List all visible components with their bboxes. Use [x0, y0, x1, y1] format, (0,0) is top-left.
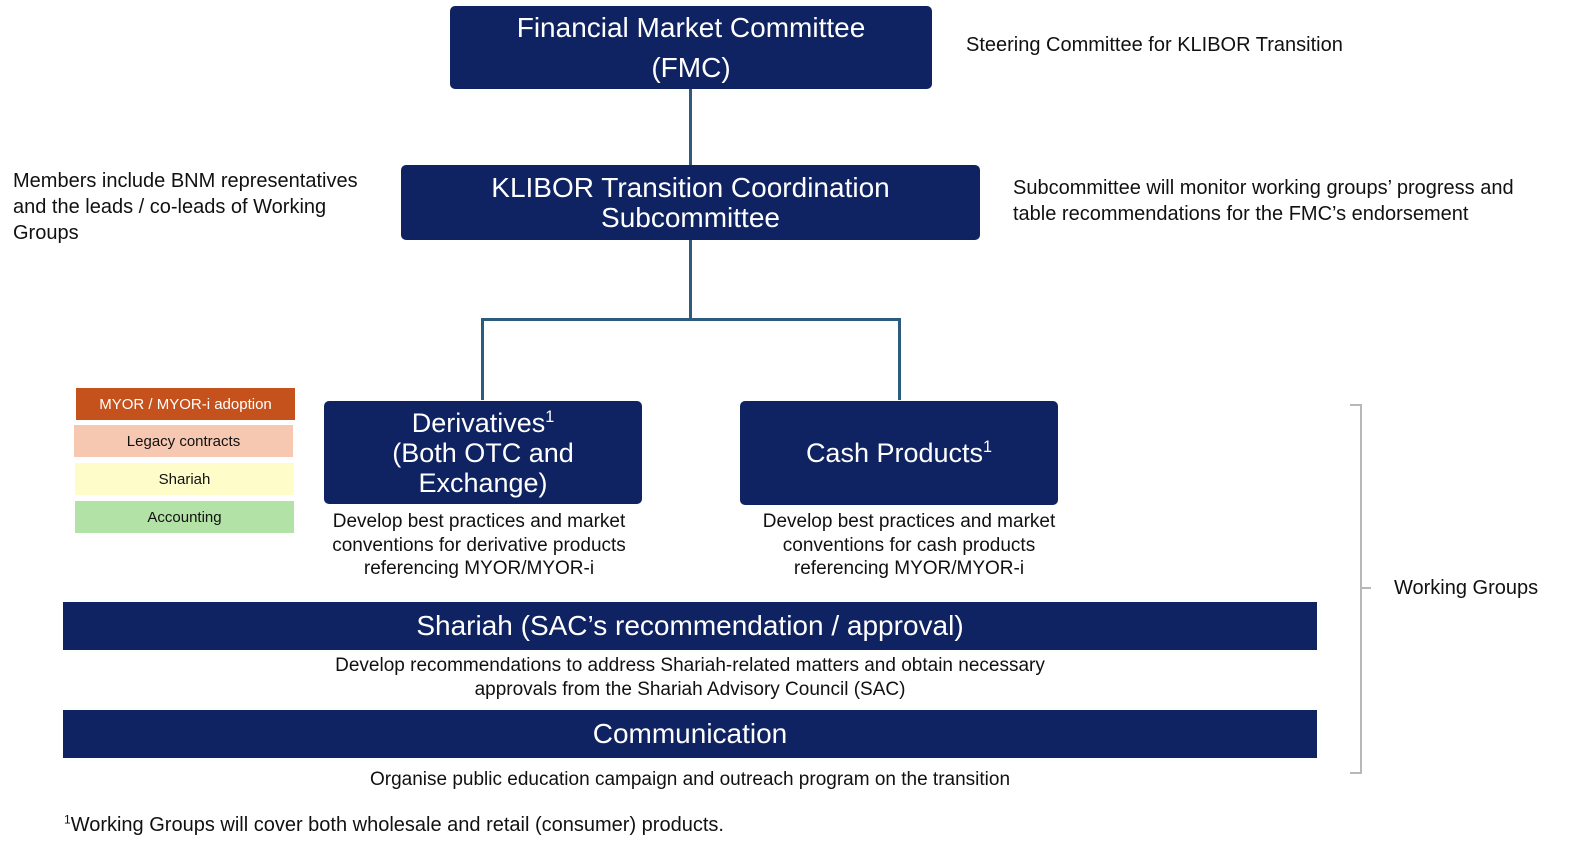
shariah-bar: Shariah (SAC’s recommendation / approval…	[63, 602, 1317, 650]
derivatives-description: Develop best practices and market conven…	[332, 511, 626, 579]
cash-products-box: Cash Products1	[740, 401, 1058, 505]
fmc-title-line2: (FMC)	[651, 51, 731, 83]
connector-subcommittee-down	[689, 240, 692, 320]
subcommittee-left-note: Members include BNM representatives and …	[13, 170, 358, 244]
footnote-mark: 1	[545, 407, 555, 426]
cash-products-description: Develop best practices and market conven…	[762, 511, 1056, 579]
legend-item-legacy-contracts: Legacy contracts	[74, 425, 293, 457]
derivatives-box: Derivatives1 (Both OTC and Exchange)	[324, 401, 642, 504]
derivatives-title: Derivatives	[411, 407, 546, 438]
footnote: 1Working Groups will cover both wholesal…	[64, 812, 724, 838]
communication-description: Organise public education campaign and o…	[369, 769, 1011, 790]
connector-derivatives	[481, 318, 484, 400]
shariah-description: Develop recommendations to address Shari…	[335, 655, 1045, 700]
bracket-tick	[1361, 587, 1371, 589]
communication-bar: Communication	[63, 710, 1317, 758]
working-groups-bracket	[1350, 404, 1362, 774]
subcommittee-box: KLIBOR Transition Coordination Subcommit…	[401, 165, 980, 240]
subcommittee-right-note: Subcommittee will monitor working groups…	[1013, 177, 1514, 225]
footnote-text: Working Groups will cover both wholesale…	[70, 814, 724, 836]
shariah-title: Shariah (SAC’s recommendation / approval…	[416, 610, 964, 641]
connector-horizontal	[481, 318, 901, 321]
footnote-mark: 1	[983, 437, 993, 456]
subcommittee-title-line1: KLIBOR Transition Coordination	[491, 171, 890, 203]
working-groups-label: Working Groups	[1394, 577, 1539, 599]
derivatives-line2: (Both OTC and	[392, 437, 574, 468]
connector-fmc-subcommittee	[689, 89, 692, 165]
derivatives-line3: Exchange)	[418, 467, 548, 498]
fmc-box: Financial Market Committee (FMC)	[450, 6, 932, 89]
connector-cash-products	[898, 318, 901, 400]
fmc-note: Steering Committee for KLIBOR Transition	[966, 34, 1343, 56]
communication-title: Communication	[592, 718, 788, 749]
legend-item-myor-adoption: MYOR / MYOR-i adoption	[76, 388, 295, 420]
legend-item-accounting: Accounting	[75, 501, 294, 533]
footnote-mark: 1	[64, 812, 71, 827]
cash-products-title: Cash Products	[805, 437, 984, 468]
legend-item-shariah: Shariah	[75, 463, 294, 495]
fmc-title-line1: Financial Market Committee	[516, 11, 866, 43]
subcommittee-title-line2: Subcommittee	[601, 201, 780, 233]
